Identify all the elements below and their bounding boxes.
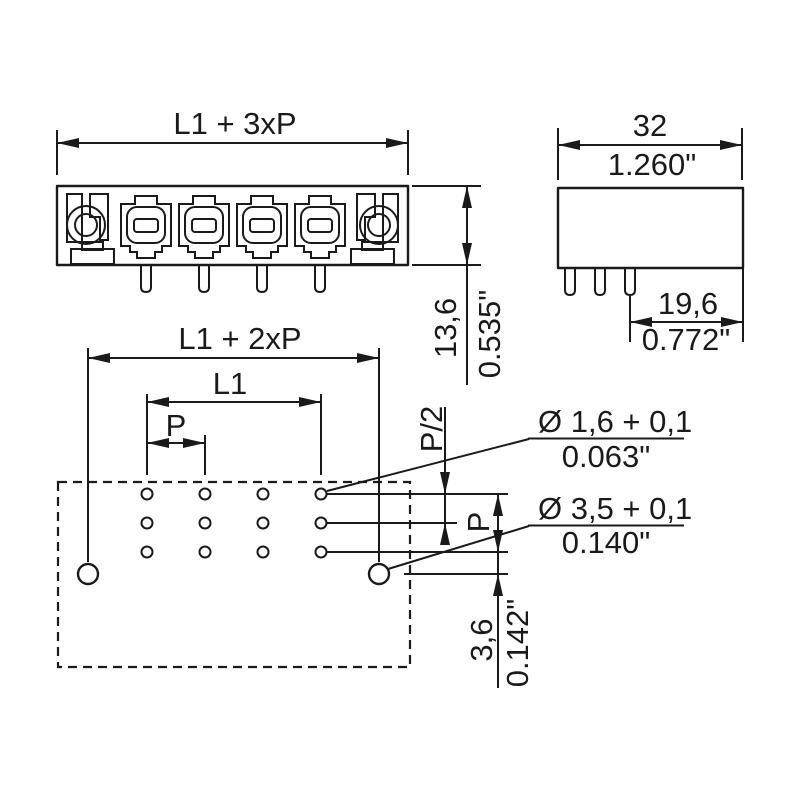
arrowhead-up [440, 523, 450, 545]
contact-section [236, 195, 288, 259]
drill-hole-small [256, 516, 270, 530]
drill-hole-small [198, 545, 212, 559]
side-view: 32 1.260" 19,6 0.772" [556, 108, 745, 357]
small-hole-callout: Ø 1,6 + 0,1 0.063" [326, 404, 692, 492]
solder-pin [140, 264, 152, 293]
arrowhead-left [57, 138, 79, 148]
leader-line-small-hole [326, 438, 530, 492]
arrowhead-left [147, 438, 169, 448]
arrowhead-right [386, 138, 408, 148]
arrowhead-up [493, 494, 503, 516]
end-flange-left [66, 193, 115, 265]
dimension-label-p: P [166, 408, 187, 443]
dimension-label-19-6-mm: 19,6 [658, 286, 718, 321]
large-hole-callout: Ø 3,5 + 0,1 0.140" [387, 491, 692, 570]
arrowhead-up [462, 186, 472, 208]
connector-body-outline [55, 184, 410, 267]
small-hole-grid [140, 487, 328, 559]
solder-pin [594, 267, 606, 296]
arrowhead-right [721, 317, 743, 327]
drill-hole-large-right [367, 562, 391, 586]
drill-hole-small [256, 487, 270, 501]
dimension-label-l1-3xp: L1 + 3xP [173, 106, 296, 141]
dimension-label-p2: P/2 [414, 406, 449, 453]
dimension-label-13-6-in: 0.535" [472, 290, 507, 379]
contact-section [120, 195, 172, 259]
drill-hole-small [198, 487, 212, 501]
drill-hole-small [314, 545, 328, 559]
arrowhead-down [440, 472, 450, 494]
arrowhead-right [357, 353, 379, 363]
drill-hole-small [198, 516, 212, 530]
callout-large-hole-in: 0.140" [562, 525, 651, 560]
arrowhead-right [299, 397, 321, 407]
arrowhead-left [558, 140, 580, 150]
callout-small-hole-mm: Ø 1,6 + 0,1 [538, 404, 692, 439]
leader-line-large-hole [387, 525, 530, 570]
dimension-label-l1-2xp: L1 + 2xP [178, 321, 301, 356]
drill-hole-small [256, 545, 270, 559]
drilling-plan: L1 + 2xP L1 P [56, 321, 692, 688]
end-flange-right [350, 193, 399, 265]
arrowhead-right [183, 438, 205, 448]
pcb-outline-dashed [56, 480, 412, 669]
dimension-label-32-in: 1.260" [608, 147, 697, 182]
front-view: L1 + 3xP 13,6 0.535" [55, 106, 507, 385]
drill-hole-small [140, 516, 154, 530]
drill-hole-small [140, 487, 154, 501]
arrowhead-left [88, 353, 110, 363]
arrowhead-down [462, 243, 472, 265]
solder-pin [198, 264, 210, 293]
arrowhead-left [630, 317, 652, 327]
solder-pin [564, 267, 576, 296]
dimension-label-32-mm: 32 [633, 108, 667, 143]
arrowhead-up [493, 574, 503, 596]
contact-section [178, 195, 230, 259]
dimension-label-3-6-mm: 3,6 [464, 618, 499, 661]
dimension-label-3-6-in: 0.142" [500, 599, 535, 688]
drill-hole-small [314, 487, 328, 501]
solder-pin [314, 264, 326, 293]
dimension-label-row-pitch: P [461, 512, 496, 533]
callout-large-hole-mm: Ø 3,5 + 0,1 [538, 491, 692, 526]
contact-section [294, 195, 346, 259]
drill-hole-large-left [76, 562, 100, 586]
arrowhead-right [720, 140, 742, 150]
dimension-label-13-6-mm: 13,6 [428, 298, 463, 358]
dimension-label-19-6-in: 0.772" [642, 322, 731, 357]
solder-pin [624, 267, 636, 296]
solder-pin [256, 264, 268, 293]
drill-hole-small [140, 545, 154, 559]
dimension-label-l1: L1 [213, 366, 247, 401]
drill-hole-small [314, 516, 328, 530]
callout-small-hole-in: 0.063" [562, 439, 651, 474]
arrowhead-left [147, 397, 169, 407]
side-body-outline [556, 186, 745, 270]
